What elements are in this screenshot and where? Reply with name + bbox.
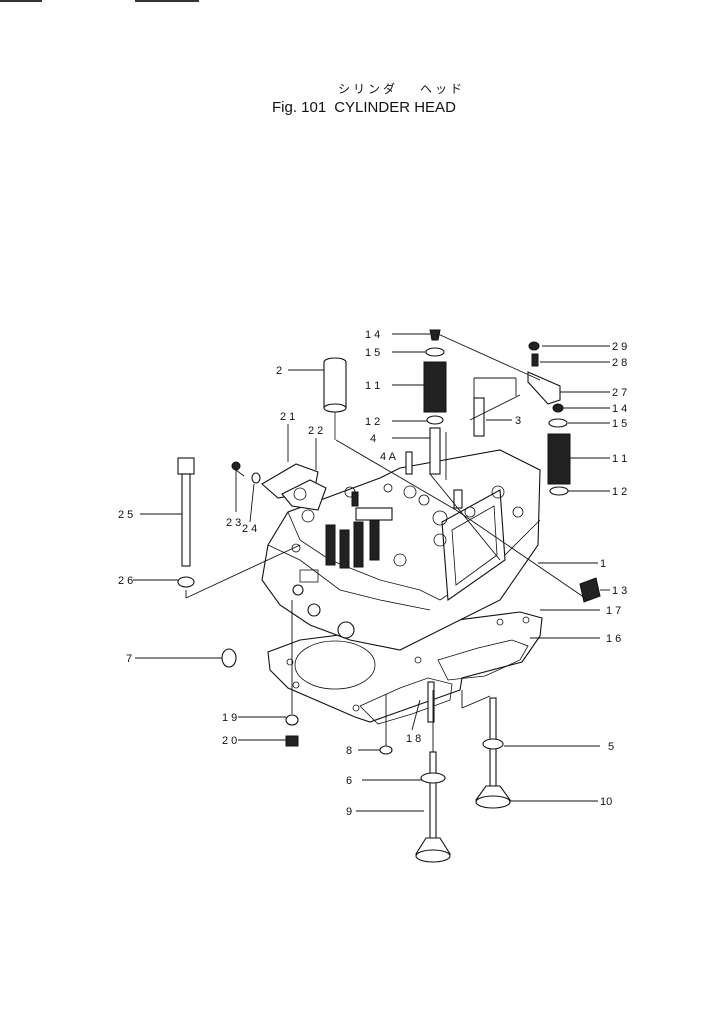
callout-27: 2 7 bbox=[612, 387, 627, 399]
callout-11-upper: 1 1 bbox=[365, 380, 380, 392]
callout-12-upper: 1 2 bbox=[365, 416, 380, 428]
callout-17: 1 7 bbox=[606, 605, 621, 617]
header-rule-right bbox=[135, 0, 199, 2]
left-valve-spring-stack bbox=[423, 329, 447, 425]
part-21-22-cover bbox=[261, 463, 327, 511]
callout-26: 2 6 bbox=[118, 575, 133, 587]
cylinder-head-block bbox=[261, 449, 541, 651]
part-4-guide bbox=[429, 427, 441, 475]
callout-4a: 4 A bbox=[380, 451, 397, 463]
callout-15-lower: 1 5 bbox=[612, 418, 627, 430]
head-gasket bbox=[267, 611, 543, 725]
callout-11-lower: 1 1 bbox=[612, 453, 627, 465]
callout-28: 2 8 bbox=[612, 357, 627, 369]
figure-name: CYLINDER HEAD bbox=[334, 99, 456, 116]
part-3-pin bbox=[473, 397, 485, 437]
callout-15-upper: 1 5 bbox=[365, 347, 380, 359]
part-25-head-bolt bbox=[177, 457, 195, 588]
part-8-plug bbox=[379, 745, 393, 755]
callout-21: 2 1 bbox=[280, 411, 295, 423]
part-23-24-bolt bbox=[231, 461, 261, 484]
callout-22: 2 2 bbox=[308, 425, 323, 437]
figure-title-japanese: シリンダ ヘッド bbox=[338, 80, 465, 97]
header-rule-left bbox=[0, 0, 42, 2]
title-jp-word-cylinder: シリンダ bbox=[338, 82, 399, 96]
figure-number: Fig. 101 bbox=[272, 99, 327, 116]
callout-29: 2 9 bbox=[612, 341, 627, 353]
callout-16: 1 6 bbox=[606, 633, 621, 645]
part-20-nut bbox=[285, 735, 299, 747]
part-19-washer bbox=[285, 714, 299, 726]
callout-14-upper: 1 4 bbox=[365, 329, 380, 341]
leader-lines bbox=[133, 333, 610, 812]
callout-12-lower: 1 2 bbox=[612, 486, 627, 498]
callout-7: 7 bbox=[126, 653, 132, 665]
callout-1: 1 bbox=[600, 558, 606, 570]
callout-10: 10 bbox=[600, 796, 612, 808]
callout-5: 5 bbox=[608, 741, 614, 753]
callout-9: 9 bbox=[346, 806, 352, 818]
callout-2: 2 bbox=[276, 365, 282, 377]
part-18-dowel bbox=[427, 681, 435, 723]
part-5-10-valve bbox=[474, 697, 512, 809]
callout-6: 6 bbox=[346, 775, 352, 787]
callout-labels: 1 4 1 5 1 1 1 2 4 4 A 2 3 2 1 2 2 2 3 2 … bbox=[118, 329, 627, 818]
callout-18: 1 8 bbox=[406, 733, 421, 745]
callout-25: 2 5 bbox=[118, 509, 133, 521]
part-6-9-valve bbox=[415, 751, 451, 863]
callout-4: 4 bbox=[370, 433, 376, 445]
callout-8: 8 bbox=[346, 745, 352, 757]
callout-3: 3 bbox=[515, 415, 521, 427]
part-13-nut bbox=[579, 577, 601, 603]
callout-20: 2 0 bbox=[222, 735, 237, 747]
callout-19: 1 9 bbox=[222, 712, 237, 724]
right-valve-spring-stack bbox=[527, 341, 571, 496]
title-jp-word-head: ヘッド bbox=[420, 82, 466, 96]
figure-title: Fig. 101 CYLINDER HEAD bbox=[272, 99, 456, 116]
callout-13: 1 3 bbox=[612, 585, 627, 597]
callout-14-lower: 1 4 bbox=[612, 403, 627, 415]
part-7-plug bbox=[221, 648, 237, 668]
callout-23: 2 3 bbox=[226, 517, 241, 529]
part-2-sleeve bbox=[323, 357, 347, 440]
callout-24: 2 4 bbox=[242, 523, 257, 535]
